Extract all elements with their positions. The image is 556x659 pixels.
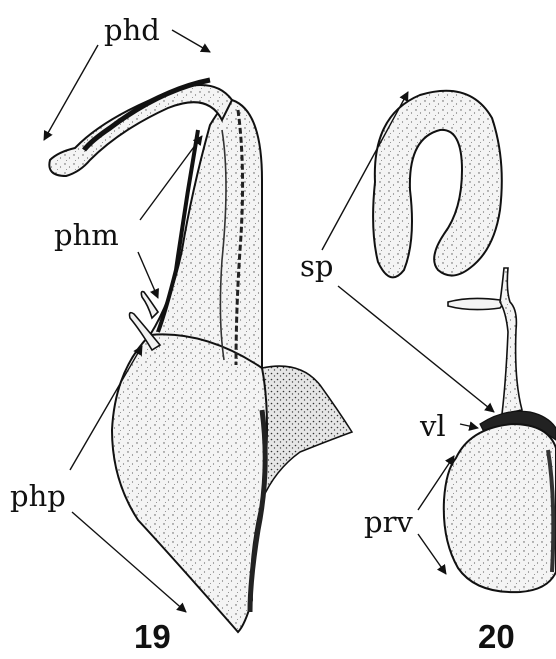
phallus-stem	[150, 100, 262, 368]
phallobase-sclerite	[262, 366, 352, 500]
label-vl: vl	[419, 409, 446, 443]
spermatheca-bulb	[373, 91, 502, 278]
spermathecal-duct	[500, 268, 522, 414]
leader-vl	[460, 424, 478, 428]
leader-phm-lower	[138, 252, 158, 298]
leader-phd-left	[44, 45, 98, 140]
spermathecal-gland	[448, 298, 502, 309]
figure-number-19: 19	[134, 618, 171, 655]
receptacle	[444, 424, 556, 592]
phallobase	[112, 331, 267, 632]
label-phm: phm	[54, 218, 119, 252]
figure-20: sp vl prv 20	[300, 91, 556, 655]
leader-phd-right	[172, 30, 210, 52]
figure-19: phd phm php 19	[10, 13, 352, 655]
label-php: php	[10, 479, 66, 513]
figure-number-20: 20	[478, 618, 515, 655]
label-sp: sp	[300, 249, 333, 283]
label-phd: phd	[104, 13, 160, 47]
phallic-process-upper	[141, 292, 158, 318]
label-prv: prv	[364, 505, 413, 539]
leader-prv-lower	[418, 534, 446, 574]
